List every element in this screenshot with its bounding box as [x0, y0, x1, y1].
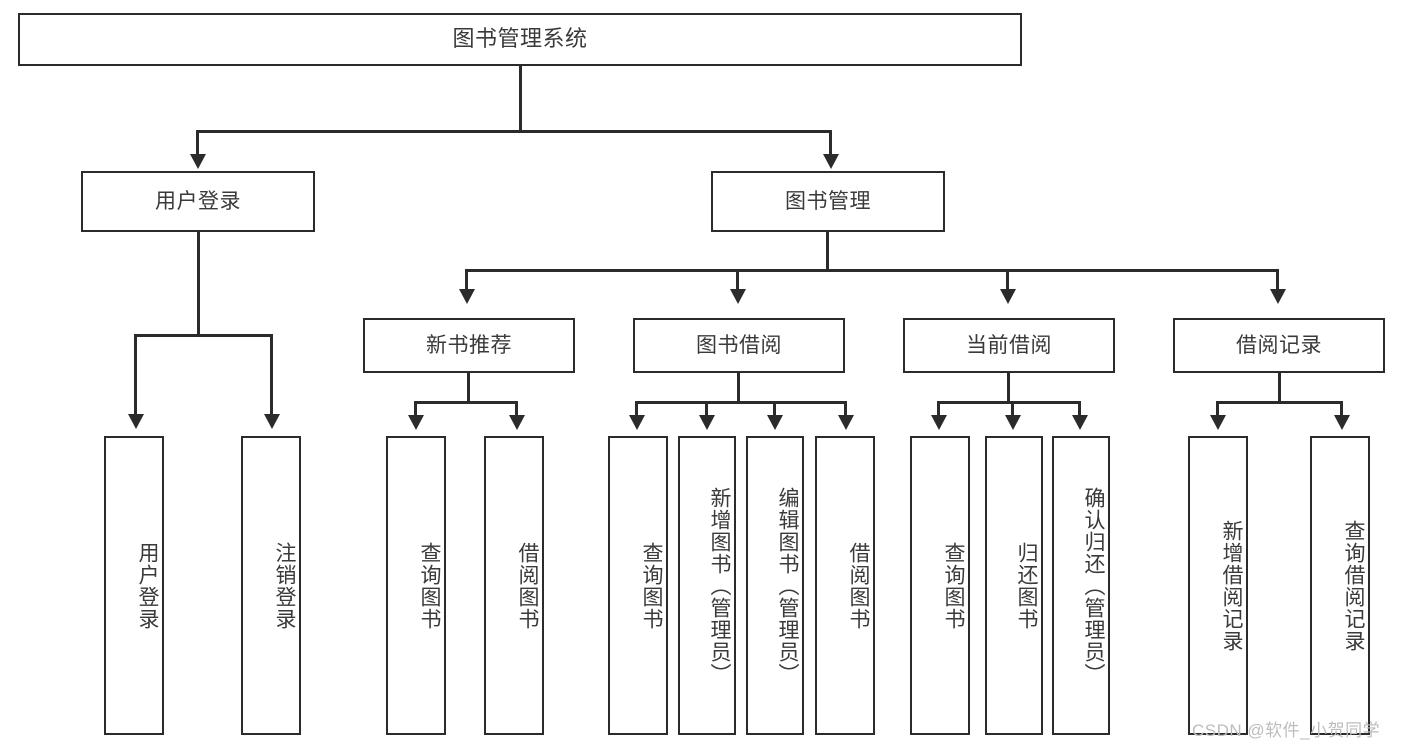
connector-borrow-record-c2 [1340, 401, 1343, 417]
node-leaf-query-book-borrow[interactable]: 查询图书 [608, 436, 668, 735]
connector-current-borrow-c2 [1011, 401, 1014, 417]
node-leaf-query-borrow-record[interactable]: 查询借阅记录 [1310, 436, 1370, 735]
connector-book-mgmt-stem [826, 232, 829, 271]
connector-current-borrow-c1 [937, 401, 940, 417]
arrow-to-book-borrow [730, 289, 746, 304]
node-leaf-query-book-new[interactable]: 查询图书 [386, 436, 446, 735]
arrow-new-book-c2 [509, 415, 525, 430]
node-root-book-management-system[interactable]: 图书管理系统 [18, 13, 1022, 66]
node-label: 查询图书 [418, 541, 441, 630]
connector-user-login-right [270, 334, 273, 416]
arrow-current-borrow-c1 [931, 415, 947, 430]
connector-root-stem [519, 66, 522, 130]
node-label: 确认归还（管理员） [1082, 486, 1105, 685]
node-label: 用户登录 [155, 189, 241, 213]
node-label: 借阅记录 [1236, 333, 1322, 357]
connector-book-borrow-bar [635, 401, 847, 404]
node-label: 归还图书 [1015, 541, 1038, 630]
node-label: 借阅图书 [847, 541, 870, 630]
arrow-book-borrow-c4 [838, 415, 854, 430]
node-borrow-record[interactable]: 借阅记录 [1173, 318, 1385, 373]
node-label: 查询图书 [942, 541, 965, 630]
node-leaf-borrow-book[interactable]: 借阅图书 [815, 436, 875, 735]
node-leaf-borrow-book-new[interactable]: 借阅图书 [484, 436, 544, 735]
arrow-to-current-borrow [1000, 289, 1016, 304]
connector-to-current-borrow [1006, 269, 1009, 291]
arrow-borrow-record-c1 [1210, 415, 1226, 430]
connector-book-borrow-c1 [635, 401, 638, 417]
connector-book-mgmt-bar [465, 269, 1279, 272]
connector-book-borrow-stem [737, 373, 740, 403]
node-label: 查询图书 [640, 541, 663, 630]
arrow-root-to-book-mgmt [823, 154, 839, 169]
arrow-to-borrow-record [1270, 289, 1286, 304]
connector-user-login-left [134, 334, 137, 416]
node-label: 查询借阅记录 [1342, 519, 1365, 652]
node-label: 借阅图书 [516, 541, 539, 630]
arrow-new-book-c1 [408, 415, 424, 430]
node-leaf-user-login[interactable]: 用户登录 [104, 436, 164, 735]
connector-to-borrow-record [1276, 269, 1279, 291]
node-label: 新书推荐 [426, 333, 512, 357]
arrow-user-login-left [128, 414, 144, 429]
arrow-book-borrow-c3 [767, 415, 783, 430]
node-label: 图书管理系统 [452, 26, 588, 52]
connector-new-book-c1 [414, 401, 417, 417]
node-leaf-logout[interactable]: 注销登录 [241, 436, 301, 735]
node-label: 图书管理 [785, 189, 871, 213]
connector-book-borrow-c2 [705, 401, 708, 417]
connector-to-new-book [465, 269, 468, 291]
node-leaf-add-borrow-record[interactable]: 新增借阅记录 [1188, 436, 1248, 735]
connector-root-to-user-login [196, 130, 199, 156]
connector-borrow-record-c1 [1216, 401, 1219, 417]
node-leaf-confirm-return[interactable]: 确认归还（管理员） [1052, 436, 1110, 735]
arrow-root-to-user-login [190, 154, 206, 169]
node-label: 新增图书（管理员） [708, 486, 731, 685]
connector-book-borrow-c4 [844, 401, 847, 417]
arrow-user-login-right [264, 414, 280, 429]
connector-borrow-record-bar [1216, 401, 1343, 404]
node-leaf-edit-book[interactable]: 编辑图书（管理员） [746, 436, 804, 735]
node-label: 注销登录 [273, 541, 296, 630]
connector-to-book-borrow [736, 269, 739, 291]
node-label: 新增借阅记录 [1220, 519, 1243, 652]
node-leaf-query-book-current[interactable]: 查询图书 [910, 436, 970, 735]
connector-book-borrow-c3 [773, 401, 776, 417]
node-book-borrow[interactable]: 图书借阅 [633, 318, 845, 373]
arrow-current-borrow-c3 [1072, 415, 1088, 430]
connector-user-login-stem [197, 232, 200, 336]
connector-current-borrow-c3 [1078, 401, 1081, 417]
connector-new-book-bar [414, 401, 518, 404]
connector-new-book-c2 [515, 401, 518, 417]
node-user-login[interactable]: 用户登录 [81, 171, 315, 232]
arrow-book-borrow-c2 [699, 415, 715, 430]
connector-root-to-book-mgmt [829, 130, 832, 156]
node-new-book-recommend[interactable]: 新书推荐 [363, 318, 575, 373]
node-leaf-add-book[interactable]: 新增图书（管理员） [678, 436, 736, 735]
arrow-to-new-book [459, 289, 475, 304]
node-leaf-return-book[interactable]: 归还图书 [985, 436, 1043, 735]
arrow-book-borrow-c1 [629, 415, 645, 430]
node-current-borrow[interactable]: 当前借阅 [903, 318, 1115, 373]
node-label: 当前借阅 [966, 333, 1052, 357]
connector-root-bar [196, 130, 832, 133]
node-label: 用户登录 [136, 541, 159, 630]
connector-current-borrow-stem [1007, 373, 1010, 403]
connector-user-login-bar [134, 334, 273, 337]
arrow-borrow-record-c2 [1334, 415, 1350, 430]
arrow-current-borrow-c2 [1005, 415, 1021, 430]
connector-borrow-record-stem [1278, 373, 1281, 403]
node-book-management[interactable]: 图书管理 [711, 171, 945, 232]
connector-new-book-stem [467, 373, 470, 403]
connector-current-borrow-bar [937, 401, 1081, 404]
watermark-text: CSDN @软件_小贺同学 [1192, 721, 1381, 740]
node-label: 图书借阅 [696, 333, 782, 357]
node-label: 编辑图书（管理员） [776, 486, 799, 685]
